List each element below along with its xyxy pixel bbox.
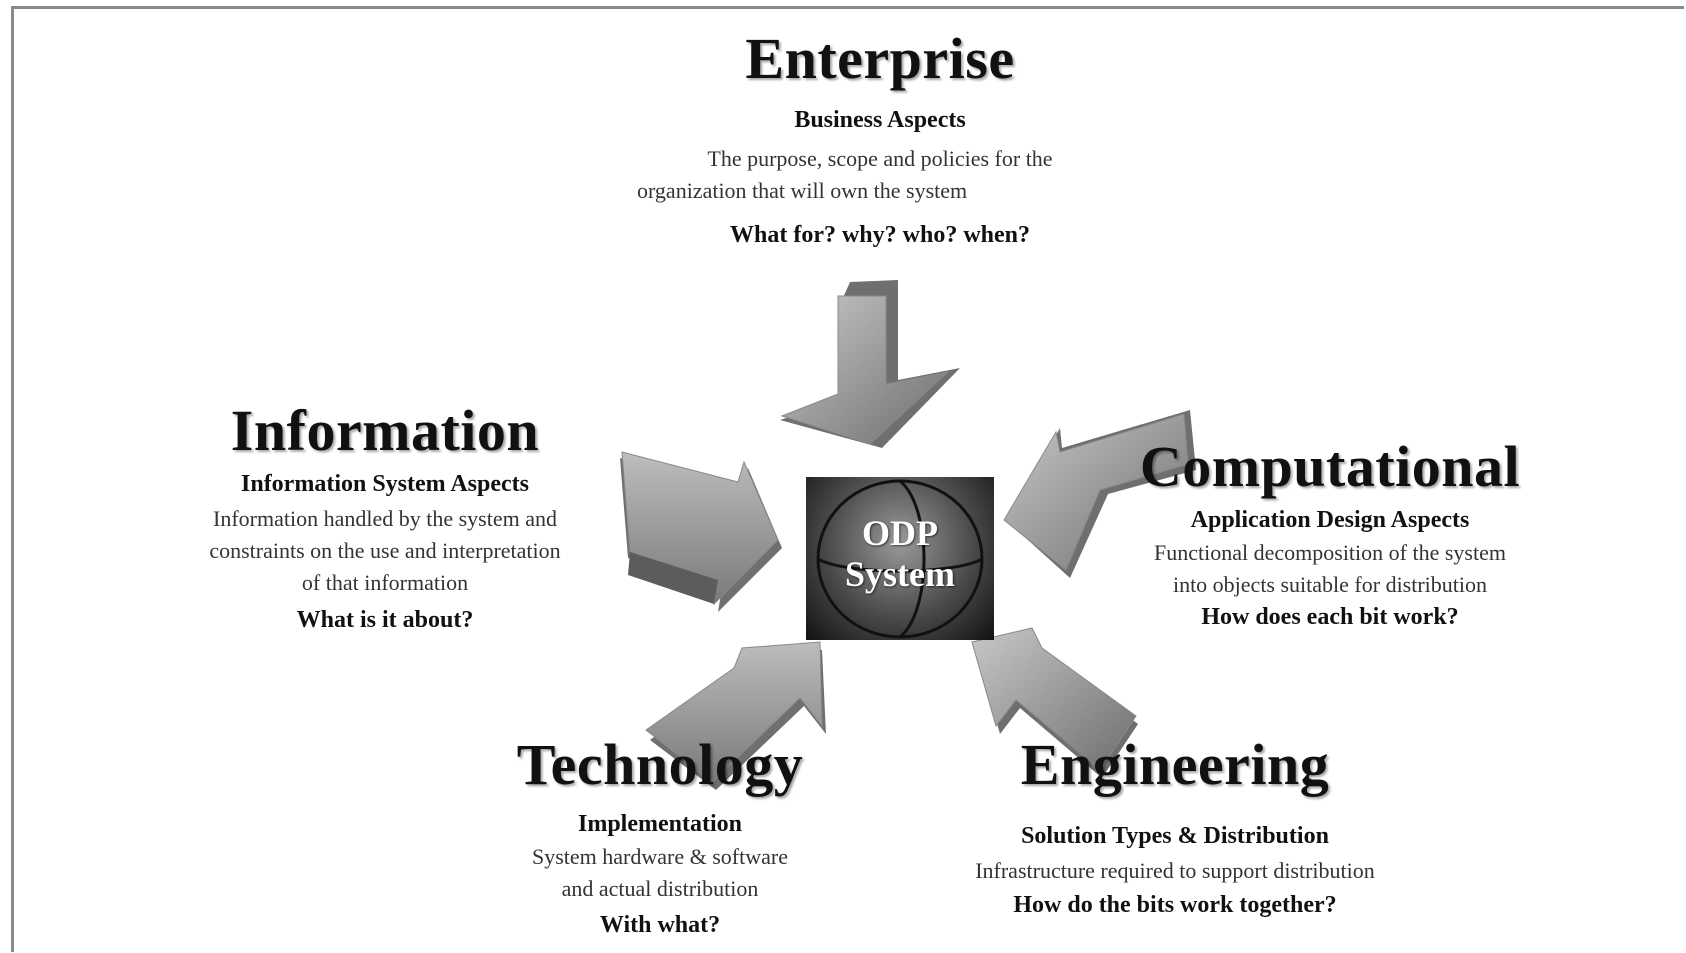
engineering-desc-line-1: Infrastructure required to support distr… (975, 857, 1375, 883)
information-desc-line-2: constraints on the use and interpretatio… (209, 537, 561, 563)
computational-question: How does each bit work? (1201, 603, 1459, 630)
odp-label-line-1: ODP (862, 513, 938, 553)
engineering-question: How do the bits work together? (1013, 891, 1337, 918)
engineering-title: Engineering (1020, 732, 1330, 797)
technology-view: Technology Implementation System hardwar… (450, 736, 870, 939)
technology-arrow-icon (645, 641, 826, 790)
engineering-subtitle: Solution Types & Distribution (1021, 823, 1329, 849)
odp-system-globe: ODP System (806, 477, 994, 640)
enterprise-arrow-icon (780, 280, 960, 448)
technology-desc-line-2: and actual distribution (561, 875, 759, 901)
information-desc-line-1: Information handled by the system and (213, 505, 557, 531)
computational-subtitle: Application Design Aspects (1190, 507, 1470, 533)
technology-title: Technology (516, 732, 804, 797)
technology-desc-line-1: System hardware & software (532, 843, 788, 869)
globe-icon (816, 479, 984, 639)
enterprise-title: Enterprise (745, 26, 1015, 91)
computational-desc-line-1: Functional decomposition of the system (1154, 539, 1506, 565)
enterprise-desc-line-2: organization that will own the system (637, 177, 968, 203)
enterprise-view: Enterprise Business Aspects The purpose,… (600, 30, 1160, 249)
odp-label-line-2: System (845, 554, 955, 595)
information-subtitle: Information System Aspects (241, 471, 529, 497)
enterprise-question: What for? why? who? when? (729, 221, 1031, 248)
computational-desc-line-2: into objects suitable for distribution (1172, 571, 1488, 597)
information-title: Information (230, 398, 540, 463)
computational-arrow-icon (1003, 410, 1196, 578)
information-view: Information Information System Aspects I… (150, 402, 620, 635)
odp-system-label: ODP System (806, 513, 994, 596)
technology-question: With what? (599, 911, 721, 938)
information-arrow-icon (620, 451, 782, 612)
engineering-view: Engineering Solution Types & Distributio… (880, 736, 1470, 919)
enterprise-subtitle: Business Aspects (794, 107, 966, 133)
information-question: What is it about? (296, 607, 474, 634)
engineering-arrow-icon (971, 627, 1138, 778)
computational-view: Computational Application Design Aspects… (1085, 438, 1575, 631)
information-desc-line-3: of that information (301, 569, 469, 595)
diagram-frame (11, 6, 1684, 952)
computational-title: Computational (1139, 434, 1521, 499)
enterprise-desc-line-1: The purpose, scope and policies for the (707, 145, 1053, 171)
technology-subtitle: Implementation (578, 811, 742, 837)
